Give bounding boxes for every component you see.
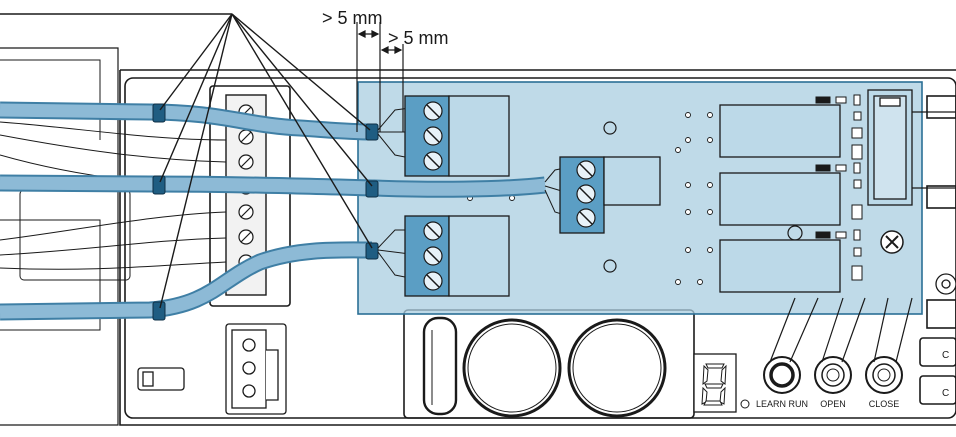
screw-icon <box>880 230 904 254</box>
mounting-holes <box>603 121 803 273</box>
dimension-label-2: > 5 mm <box>388 28 449 48</box>
open-button-graphic <box>814 356 852 394</box>
edge-label-c2: C <box>942 388 949 399</box>
seven-segment-display <box>693 353 750 413</box>
bottom-connector <box>225 323 287 415</box>
open-label: OPEN <box>820 399 846 409</box>
dimension-markers <box>356 22 404 132</box>
cable-ties <box>152 103 379 321</box>
terminal-block-top <box>404 95 510 177</box>
dimension-label-1: > 5 mm <box>322 8 383 28</box>
learn-run-label: LEARN RUN <box>756 399 808 409</box>
relays <box>719 104 841 293</box>
terminal-block-bottom <box>404 215 510 297</box>
learn-run-button-graphic <box>763 356 801 394</box>
small-components <box>815 94 863 281</box>
clip-part <box>137 367 185 391</box>
edge-label-c1: C <box>942 350 949 361</box>
right-connector <box>867 89 956 206</box>
white-wires <box>0 121 227 270</box>
gear-edge-icon <box>935 273 956 295</box>
board-vias <box>467 112 713 285</box>
close-button-graphic <box>865 356 903 394</box>
terminal-block-middle <box>559 156 661 234</box>
large-discs <box>422 316 667 418</box>
callout-leader-lines <box>0 13 373 309</box>
button-leader-lines <box>769 297 913 363</box>
close-label: CLOSE <box>869 399 900 409</box>
